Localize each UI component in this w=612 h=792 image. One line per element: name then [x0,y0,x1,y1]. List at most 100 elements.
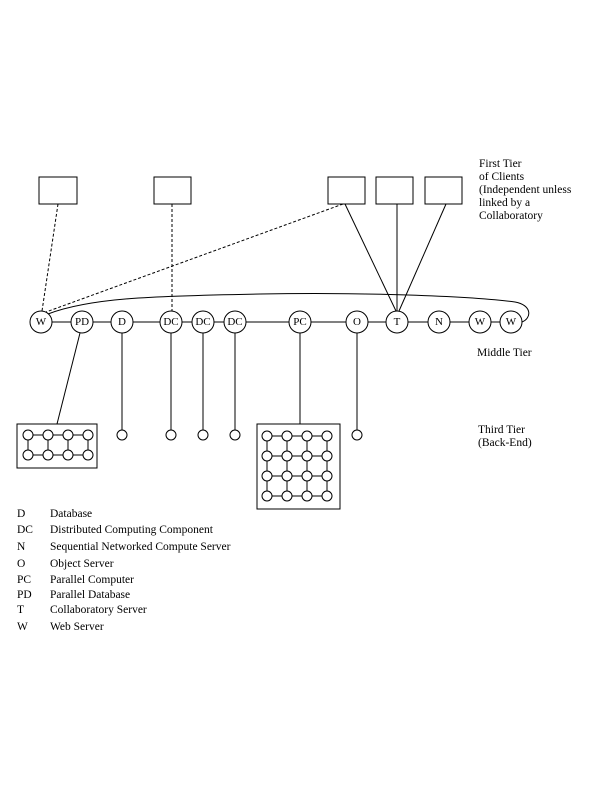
third-tier-line-2: (Back-End) [478,437,532,449]
legend-abbr-d: D [17,508,25,520]
node-label: D [118,316,126,328]
client-box-2 [153,176,192,205]
node-label: N [435,316,443,328]
legend-abbr-pc: PC [17,574,31,586]
backend-node-dc1 [165,429,177,441]
node-t: T [385,310,409,334]
link-client1-w [41,203,59,312]
grid-node [22,429,34,441]
grid-node [301,490,313,502]
grid-node [82,449,94,461]
grid-node [321,430,333,442]
first-tier-line-2: of Clients [479,171,525,183]
grid-node [301,470,313,482]
grid-node [82,429,94,441]
node-label: PD [75,316,89,328]
grid-node [281,450,293,462]
node-pc: PC [288,310,312,334]
first-tier-annotation: First Tier of Clients (Independent unles… [479,158,572,222]
first-tier-line-1: First Tier [479,158,522,170]
node-dc1: DC [159,310,183,334]
grid-node [301,430,313,442]
node-circle [468,310,492,334]
grid-node [261,450,273,462]
legend-desc-pd: Parallel Database [50,589,130,601]
link-client5-t [398,203,447,312]
legend-abbr-t: T [17,604,24,616]
grid-node [42,449,54,461]
middle-tier-label: Middle Tier [477,347,532,359]
node-o: O [345,310,369,334]
grid-node [321,470,333,482]
client-box-1 [38,176,78,205]
grid-node [261,470,273,482]
node-label: DC [195,316,210,328]
node-circle [385,310,409,334]
first-tier-line-4: linked by a [479,197,530,209]
grid-node [42,429,54,441]
grid-node [281,430,293,442]
node-w2: W [468,310,492,334]
node-circle [427,310,451,334]
legend-abbr-n: N [17,541,26,553]
backend-node-d [116,429,128,441]
backend-grid-pd [16,423,98,469]
legend-desc-n: Sequential Networked Compute Server [50,541,231,553]
legend-desc-dc: Distributed Computing Component [50,524,214,536]
node-label: W [506,316,517,328]
legend-desc-w: Web Server [50,621,104,633]
node-n: N [427,310,451,334]
node-label: DC [163,316,178,328]
grid-node [62,429,74,441]
node-circle [29,310,53,334]
node-w1: W [29,310,53,334]
client-box-5 [424,176,463,205]
legend-desc-t: Collaboratory Server [50,604,147,616]
grid-node [261,490,273,502]
legend-abbr-pd: PD [17,589,32,601]
node-d: D [110,310,134,334]
node-circle [70,310,94,334]
grid-node [281,470,293,482]
grid-node [261,430,273,442]
node-label: W [475,316,486,328]
client-box-4 [375,176,414,205]
backend-grid-pc [256,423,341,510]
link-client3-w [45,203,344,313]
node-w3: W [499,310,523,334]
legend-desc-d: Database [50,508,92,520]
node-label: W [36,316,47,328]
grid-node [301,450,313,462]
node-pd: PD [70,310,94,334]
first-tier-line-5: Collaboratory [479,210,543,222]
legend-abbr-dc: DC [17,524,33,536]
node-circle [499,310,523,334]
legend: D Database DC Distributed Computing Comp… [17,508,231,633]
backend-node-dc2 [197,429,209,441]
node-dc3: DC [223,310,247,334]
legend-abbr-w: W [17,621,28,633]
backend-node-o [351,429,363,441]
grid-node [281,490,293,502]
link-pd-backend [56,332,81,425]
node-label: DC [227,316,242,328]
third-tier-annotation: Third Tier (Back-End) [478,424,532,449]
legend-abbr-o: O [17,558,25,570]
collaboratory-loop [47,292,530,323]
third-tier-line-1: Third Tier [478,424,525,436]
legend-desc-o: Object Server [50,558,114,570]
grid-node [321,490,333,502]
grid-node [321,450,333,462]
link-client3-t [344,203,397,312]
client-box-3 [327,176,366,205]
node-label: PC [293,316,306,328]
node-label: T [394,316,401,328]
legend-desc-pc: Parallel Computer [50,574,134,586]
backend-node-dc3 [229,429,241,441]
node-dc2: DC [191,310,215,334]
node-label: O [353,316,361,328]
grid-node [22,449,34,461]
first-tier-line-3: (Independent unless [479,184,572,196]
